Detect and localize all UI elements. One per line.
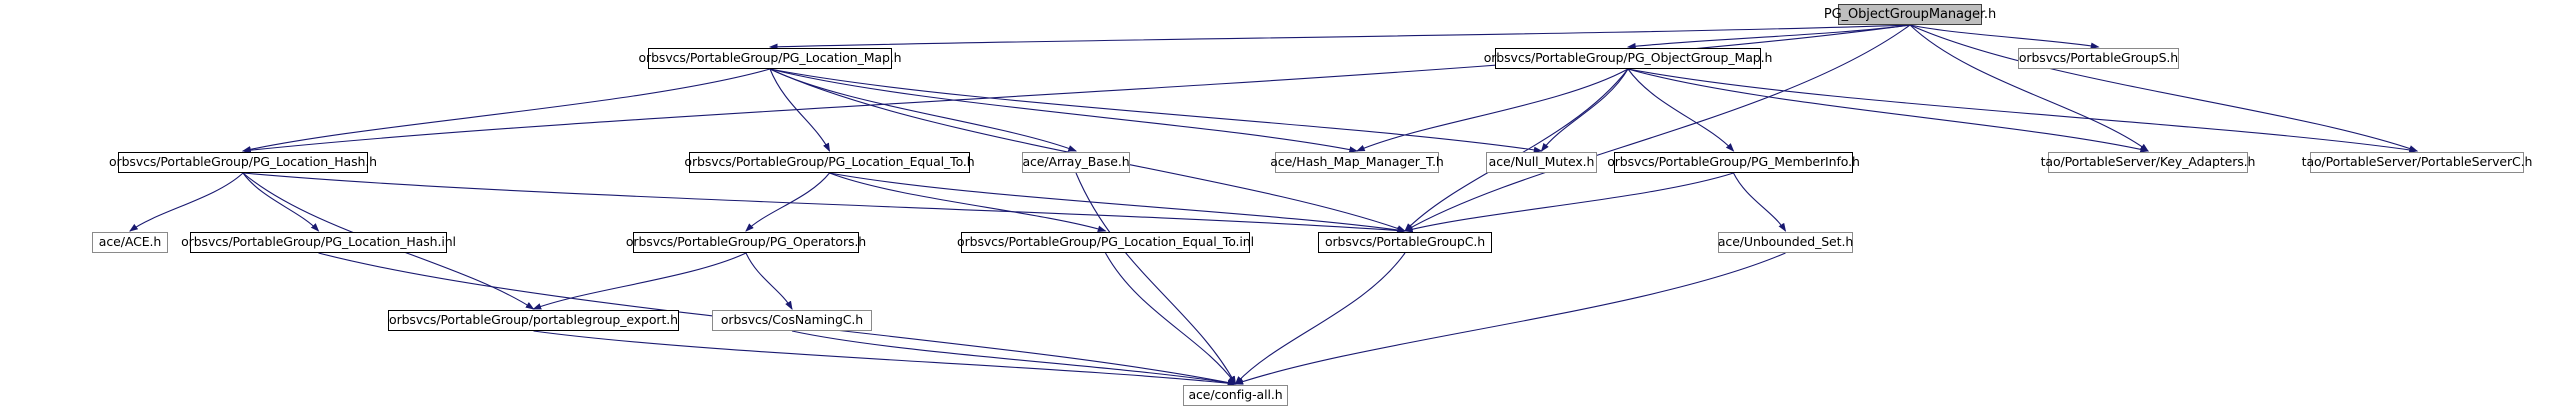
graph-edge-loc_eq-to-loc_eq_inl [829, 172, 1107, 232]
graph-edge-loc_map-to-array_base [769, 68, 1078, 152]
graph-node-label: ace/Null_Mutex.h [1488, 154, 1595, 170]
graph-edge-og_map-to-null_mutex [1540, 68, 1629, 152]
graph-edge-og_map-to-member_info [1627, 68, 1735, 152]
graph-node-hash_map_mgr[interactable]: ace/Hash_Map_Manager_T.h [1270, 152, 1444, 173]
graph-edge-operators-to-portablegroup_exp [532, 252, 747, 310]
graph-edge-loc_map-to-null_mutex [769, 68, 1543, 154]
graph-node-label: orbsvcs/PortableGroup/portablegroup_expo… [389, 312, 678, 328]
graph-node-label: orbsvcs/PortableGroup/PG_Location_Hash.i… [181, 234, 456, 250]
graph-edge-unbounded_set-to-config_all [1234, 252, 1786, 385]
graph-edge-loc_map-to-pgc_h [769, 68, 1407, 232]
graph-edge-loc_hash-to-pgc_h [242, 172, 1407, 234]
graph-node-label: PG_ObjectGroupManager.h [1823, 7, 1997, 22]
graph-node-key_adapters[interactable]: tao/PortableServer/Key_Adapters.h [2041, 152, 2255, 173]
graph-node-label: orbsvcs/PortableGroup/PG_Location_Equal_… [684, 154, 975, 170]
graph-node-loc_eq[interactable]: orbsvcs/PortableGroup/PG_Location_Equal_… [684, 152, 975, 173]
graph-node-loc_hash[interactable]: orbsvcs/PortableGroup/PG_Location_Hash.h [109, 152, 377, 173]
graph-edge-loc_eq_inl-to-config_all [1105, 252, 1237, 385]
graph-node-unbounded_set[interactable]: ace/Unbounded_Set.h [1718, 232, 1853, 253]
graph-node-label: orbsvcs/CosNamingC.h [720, 312, 864, 328]
graph-edge-cosnamingc-to-config_all [791, 330, 1237, 386]
graph-edge-loc_eq-to-operators [745, 172, 830, 232]
graph-edge-root-to-loc_hash [241, 24, 1911, 154]
graph-node-loc_hash_inl[interactable]: orbsvcs/PortableGroup/PG_Location_Hash.i… [181, 232, 456, 253]
graph-edge-loc_map-to-loc_eq [769, 68, 831, 152]
graph-node-ace_ace_h[interactable]: ace/ACE.h [92, 232, 168, 253]
graph-edge-member_info-to-pgc_h [1403, 172, 1734, 233]
graph-node-portableserverc[interactable]: tao/PortableServer/PortableServerC.h [2302, 152, 2532, 173]
graph-edge-array_base-to-config_all [1075, 172, 1237, 385]
graph-node-cosnamingc[interactable]: orbsvcs/CosNamingC.h [712, 310, 872, 331]
graph-node-label: ace/ACE.h [98, 234, 162, 250]
graph-node-label: orbsvcs/PortableGroup/PG_Location_Hash.h [108, 154, 378, 170]
graph-node-member_info[interactable]: orbsvcs/PortableGroup/PG_MemberInfo.h [1607, 152, 1860, 173]
graph-edge-loc_map-to-hash_map_mgr [769, 68, 1359, 153]
graph-node-label: ace/Unbounded_Set.h [1717, 234, 1854, 250]
graph-node-label: orbsvcs/PortableGroup/PG_MemberInfo.h [1607, 154, 1860, 170]
graph-edge-operators-to-cosnamingc [745, 252, 793, 310]
graph-edge-loc_map-to-loc_hash [241, 68, 771, 153]
graph-node-null_mutex[interactable]: ace/Null_Mutex.h [1486, 152, 1597, 173]
graph-node-label: orbsvcs/PortableGroupS.h [2018, 50, 2179, 66]
graph-edge-og_map-to-hash_map_mgr [1355, 68, 1629, 152]
graph-edge-portablegroup_exp-to-config_all [533, 330, 1237, 387]
graph-node-og_map[interactable]: orbsvcs/PortableGroup/PG_ObjectGroup_Map… [1484, 48, 1772, 69]
graph-edge-root-to-portableserverc [1909, 24, 2419, 152]
graph-node-pgs_h[interactable]: orbsvcs/PortableGroupS.h [2018, 48, 2179, 69]
graph-node-label: ace/Hash_Map_Manager_T.h [1270, 154, 1444, 170]
graph-edge-root-to-loc_map [768, 24, 1911, 51]
graph-node-label: tao/PortableServer/PortableServerC.h [2301, 154, 2533, 170]
graph-node-label: orbsvcs/PortableGroup/PG_Location_Map.h [638, 50, 902, 66]
graph-node-label: ace/Array_Base.h [1022, 154, 1130, 170]
graph-node-loc_map[interactable]: orbsvcs/PortableGroup/PG_Location_Map.h [639, 48, 902, 69]
graph-node-array_base[interactable]: ace/Array_Base.h [1022, 152, 1130, 173]
graph-edge-pgc_h-to-config_all [1234, 252, 1406, 385]
graph-node-label: orbsvcs/PortableGroup/PG_Operators.h [625, 234, 867, 250]
graph-node-config_all[interactable]: ace/config-all.h [1183, 385, 1288, 406]
graph-node-operators[interactable]: orbsvcs/PortableGroup/PG_Operators.h [626, 232, 866, 253]
graph-edge-loc_hash-to-loc_hash_inl [242, 172, 320, 232]
graph-edge-og_map-to-portableserverc [1627, 68, 2419, 154]
graph-node-portablegroup_exp[interactable]: orbsvcs/PortableGroup/portablegroup_expo… [388, 310, 679, 331]
graph-edge-loc_hash-to-ace_ace_h [129, 172, 244, 232]
graph-node-pgc_h[interactable]: orbsvcs/PortableGroupC.h [1318, 232, 1492, 253]
graph-edge-root-to-pgs_h [1909, 24, 2100, 50]
graph-node-label: orbsvcs/PortableGroupC.h [1324, 234, 1486, 250]
graph-node-label: tao/PortableServer/Key_Adapters.h [2040, 154, 2256, 170]
graph-edge-loc_eq-to-pgc_h [829, 172, 1407, 234]
graph-edge-og_map-to-key_adapters [1627, 68, 2150, 153]
graph-node-label: ace/config-all.h [1188, 387, 1283, 403]
graph-node-label: orbsvcs/PortableGroup/PG_Location_Equal_… [957, 234, 1254, 250]
graph-node-root[interactable]: PG_ObjectGroupManager.h [1824, 4, 1996, 25]
graph-edge-root-to-og_map [1626, 24, 1911, 50]
graph-node-loc_eq_inl[interactable]: orbsvcs/PortableGroup/PG_Location_Equal_… [957, 232, 1254, 253]
graph-edge-member_info-to-unbounded_set [1733, 172, 1787, 232]
graph-edge-root-to-key_adapters [1909, 24, 2149, 152]
graph-node-label: orbsvcs/PortableGroup/PG_ObjectGroup_Map… [1483, 50, 1773, 66]
graph-edge-og_map-to-pgc_h [1404, 68, 1629, 232]
